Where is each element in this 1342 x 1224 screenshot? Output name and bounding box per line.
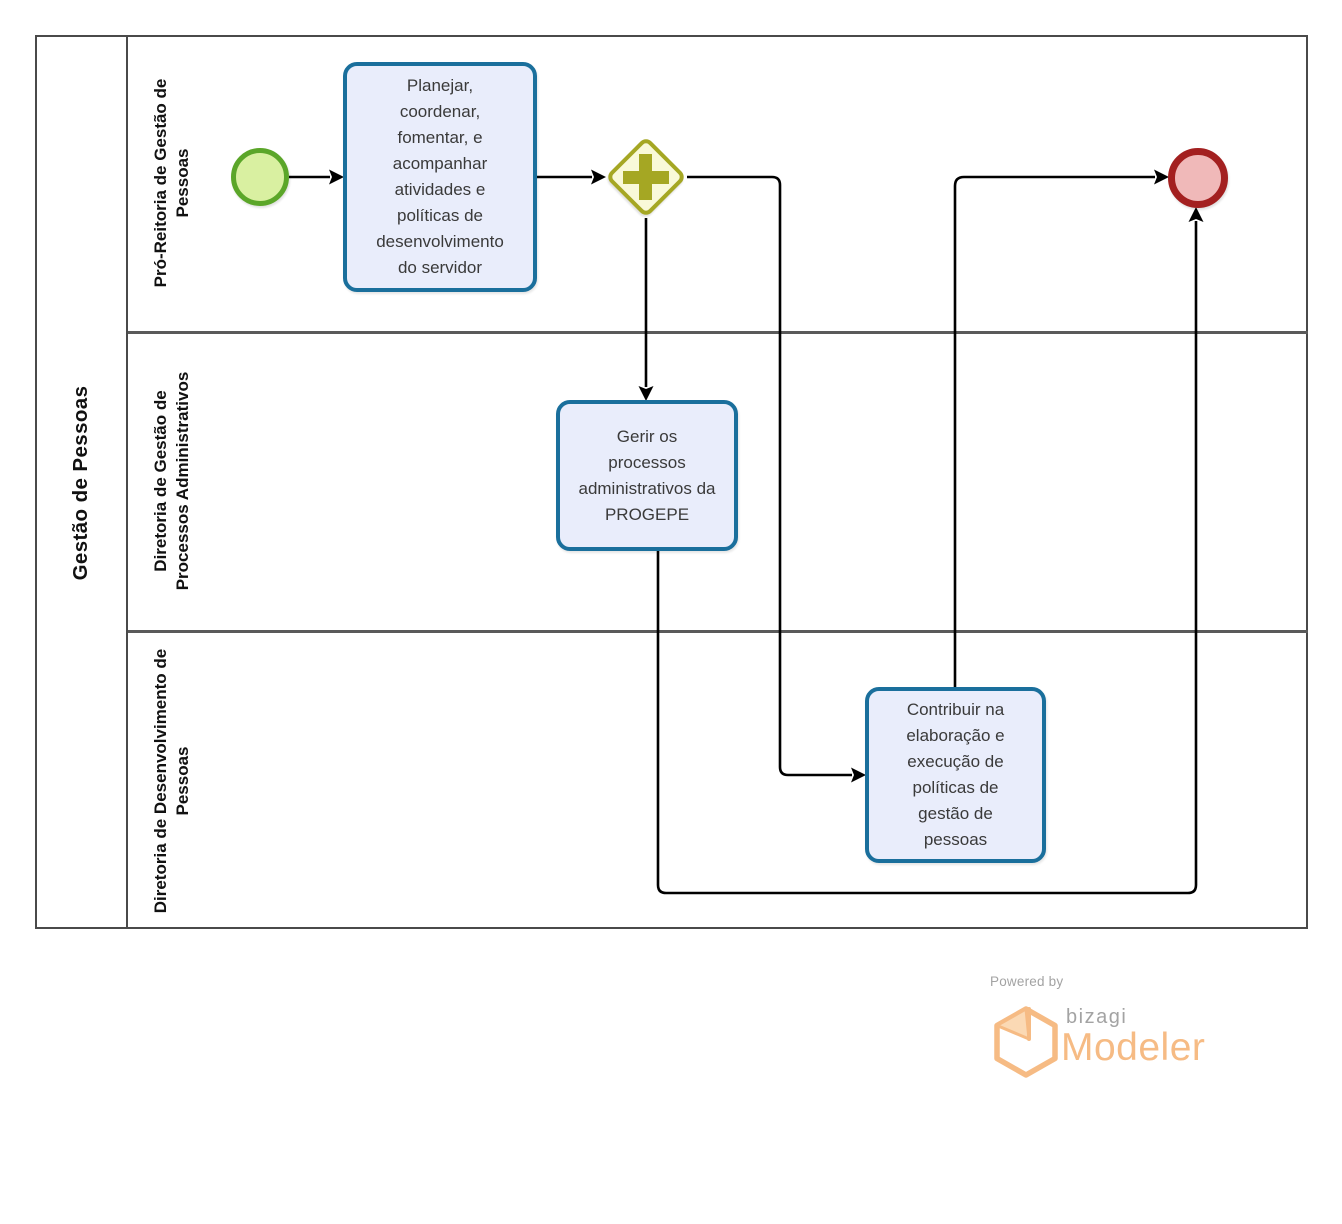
task-gerir-processos: Gerir os processos administrativos da PR…	[556, 400, 738, 551]
task-planejar-coordenar: Planejar, coordenar, fomentar, e acompan…	[343, 62, 537, 292]
lane-divider-1	[128, 331, 1308, 334]
start-event	[231, 148, 289, 206]
bizagi-wordmark: bizagi	[1066, 1006, 1128, 1028]
lane-label-pro-reitoria: Pró-Reitoria de Gestão de Pessoas	[150, 78, 192, 288]
lane-label-diretoria-desenvolvimento: Diretoria de Desenvolvimento de Pessoas	[150, 648, 192, 914]
lane-label-diretoria-gestao-processos: Diretoria de Gestão de Processos Adminis…	[150, 371, 192, 591]
modeler-wordmark: Modeler	[1061, 1026, 1206, 1069]
bizagi-logo-icon	[994, 1006, 1058, 1078]
task-label: Gerir os processos administrativos da PR…	[578, 426, 716, 524]
task-label: Contribuir na elaboração e execução de p…	[906, 700, 1005, 849]
end-event	[1168, 148, 1228, 208]
pool-label: Gestão de Pessoas	[69, 385, 92, 581]
powered-by-text: Powered by	[990, 974, 1064, 989]
parallel-gateway-plus-icon	[639, 154, 652, 200]
task-contribuir-politicas: Contribuir na elaboração e execução de p…	[865, 687, 1046, 863]
task-label: Planejar, coordenar, fomentar, e acompan…	[376, 76, 504, 277]
lane-divider-2	[128, 630, 1308, 633]
pool-header	[35, 35, 128, 929]
